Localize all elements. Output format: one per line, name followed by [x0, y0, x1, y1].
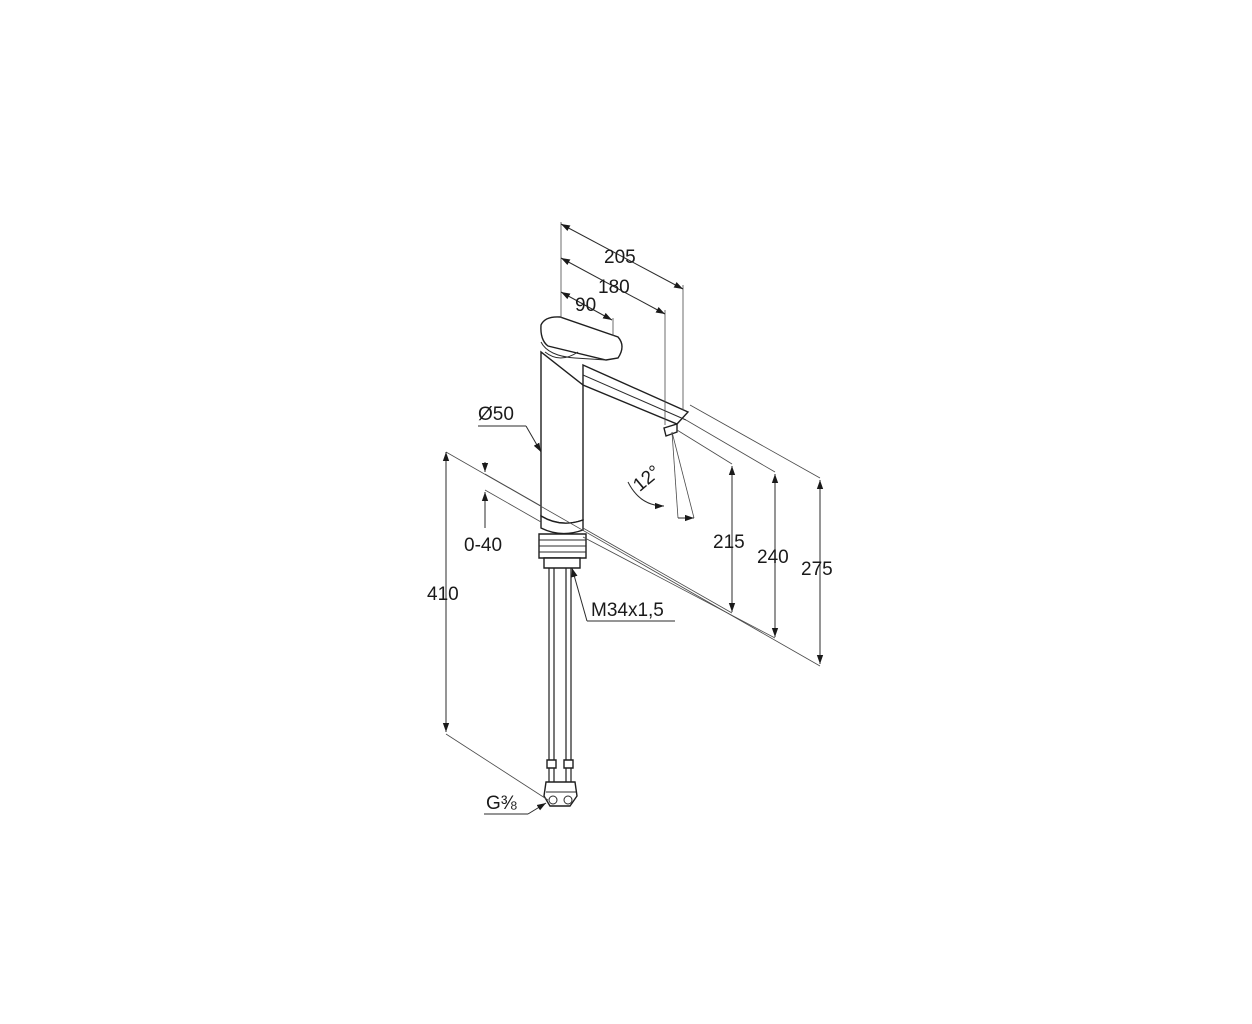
connection-label: G⅜	[486, 793, 517, 814]
thread-label: M34x1,5	[591, 600, 664, 621]
diameter-leader	[478, 425, 542, 453]
supply-hoses	[546, 568, 574, 782]
dimensions-height	[445, 404, 824, 667]
connection-leader	[484, 802, 547, 815]
diameter-label: Ø50	[478, 404, 514, 425]
angle-label: 12°	[629, 462, 665, 497]
faucet-column	[540, 350, 584, 524]
spout-outlet	[663, 423, 678, 437]
angle-indicator	[627, 431, 695, 522]
dimension-410: 410	[427, 584, 459, 605]
dimension-275: 275	[801, 559, 833, 580]
thread-leader	[571, 567, 675, 622]
faucet-body	[538, 316, 690, 807]
dimension-180: 180	[598, 277, 630, 298]
dimension-90: 90	[575, 295, 596, 316]
dimensions-left	[442, 452, 549, 801]
lever-handle	[540, 316, 623, 361]
dimension-205: 205	[604, 247, 636, 268]
dimension-240: 240	[757, 547, 789, 568]
dimensions-top	[560, 222, 684, 425]
dimension-215: 215	[713, 532, 745, 553]
faucet-spout	[582, 363, 690, 425]
dimension-0-40: 0-40	[464, 535, 502, 556]
hose-connector	[543, 781, 578, 807]
